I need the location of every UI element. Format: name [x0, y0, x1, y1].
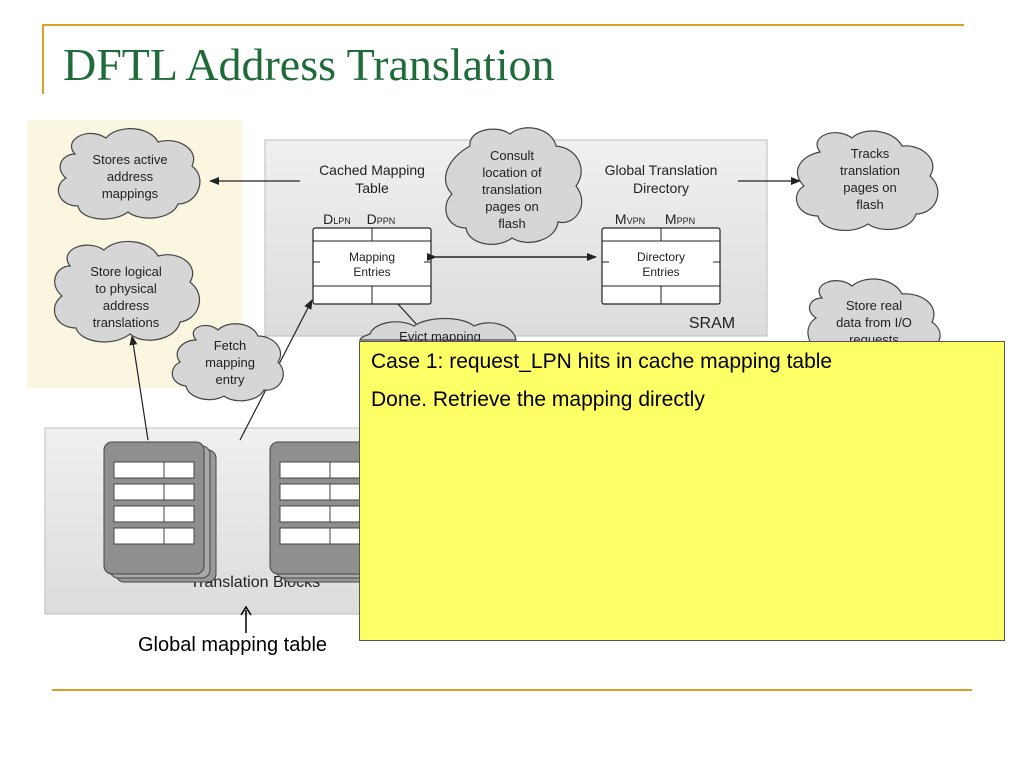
svg-text:Entries: Entries [353, 265, 390, 279]
top-horizontal-rule [42, 24, 964, 26]
svg-text:Directory: Directory [637, 250, 685, 264]
svg-text:entry: entry [216, 372, 245, 387]
svg-text:Store real: Store real [846, 298, 902, 313]
svg-text:pages on: pages on [843, 180, 897, 195]
cloud-fetch: Fetch mapping entry [171, 323, 284, 402]
svg-text:Entries: Entries [642, 265, 679, 279]
global-mapping-table-label: Global mapping table [138, 634, 328, 656]
svg-text:flash: flash [498, 216, 525, 231]
svg-text:Global Translation: Global Translation [605, 162, 718, 178]
cloud-store-real: Store real data from I/O requests [807, 278, 941, 351]
svg-text:Fetch: Fetch [214, 338, 247, 353]
top-left-vertical-rule [42, 24, 44, 94]
svg-text:address: address [103, 298, 150, 313]
sram-label: SRAM [689, 315, 735, 332]
svg-text:translation: translation [840, 163, 900, 178]
translation-block-stack-1 [103, 441, 217, 583]
svg-text:MVPN: MVPN [615, 211, 645, 227]
cloud-stores-active: Stores active address mappings [57, 128, 201, 220]
evict-connector [397, 303, 419, 327]
svg-text:translation: translation [482, 182, 542, 197]
svg-text:Store logical: Store logical [90, 264, 162, 279]
svg-text:mappings: mappings [102, 186, 159, 201]
callout-line-1: Case 1: request_LPN hits in cache mappin… [371, 350, 833, 373]
case-callout: Case 1: request_LPN hits in cache mappin… [359, 341, 1005, 641]
svg-text:Table: Table [355, 180, 389, 196]
slide-title: DFTL Address Translation [63, 39, 555, 90]
bottom-horizontal-rule [52, 689, 972, 691]
cloud-tracks: Tracks translation pages on flash [795, 130, 939, 231]
translation-block-stack-2 [269, 441, 383, 583]
svg-text:Cached Mapping: Cached Mapping [319, 162, 425, 178]
svg-text:mapping: mapping [205, 355, 255, 370]
svg-text:MPPN: MPPN [665, 211, 695, 227]
global-mapping-arrow [240, 606, 252, 633]
svg-text:Consult: Consult [490, 148, 534, 163]
svg-text:address: address [107, 169, 154, 184]
global-translation-directory: Global Translation Directory MVPN MPPN D… [601, 162, 721, 305]
svg-text:DLPN: DLPN [323, 211, 351, 227]
svg-text:Tracks: Tracks [851, 146, 890, 161]
cloud-consult: Consult location of translation pages on… [444, 127, 583, 245]
svg-text:location of: location of [482, 165, 542, 180]
svg-text:flash: flash [856, 197, 883, 212]
cloud-evict: Evict mapping [359, 317, 517, 344]
svg-text:Mapping: Mapping [349, 250, 395, 264]
cached-mapping-table: Cached Mapping Table DLPN DPPN Mapping E… [312, 162, 432, 305]
svg-text:Stores active: Stores active [92, 152, 167, 167]
cloud-store-logical: Store logical to physical address transl… [53, 240, 201, 343]
svg-text:Directory: Directory [633, 180, 689, 196]
svg-text:translations: translations [93, 315, 160, 330]
callout-line-2: Done. Retrieve the mapping directly [371, 388, 705, 411]
arrow-blocks-to-store-logical [129, 335, 149, 441]
svg-text:to physical: to physical [95, 281, 157, 296]
svg-text:data from I/O: data from I/O [836, 315, 912, 330]
svg-text:DPPN: DPPN [367, 211, 396, 227]
svg-text:pages on: pages on [485, 199, 539, 214]
svg-text:Evict mapping: Evict mapping [399, 329, 481, 344]
